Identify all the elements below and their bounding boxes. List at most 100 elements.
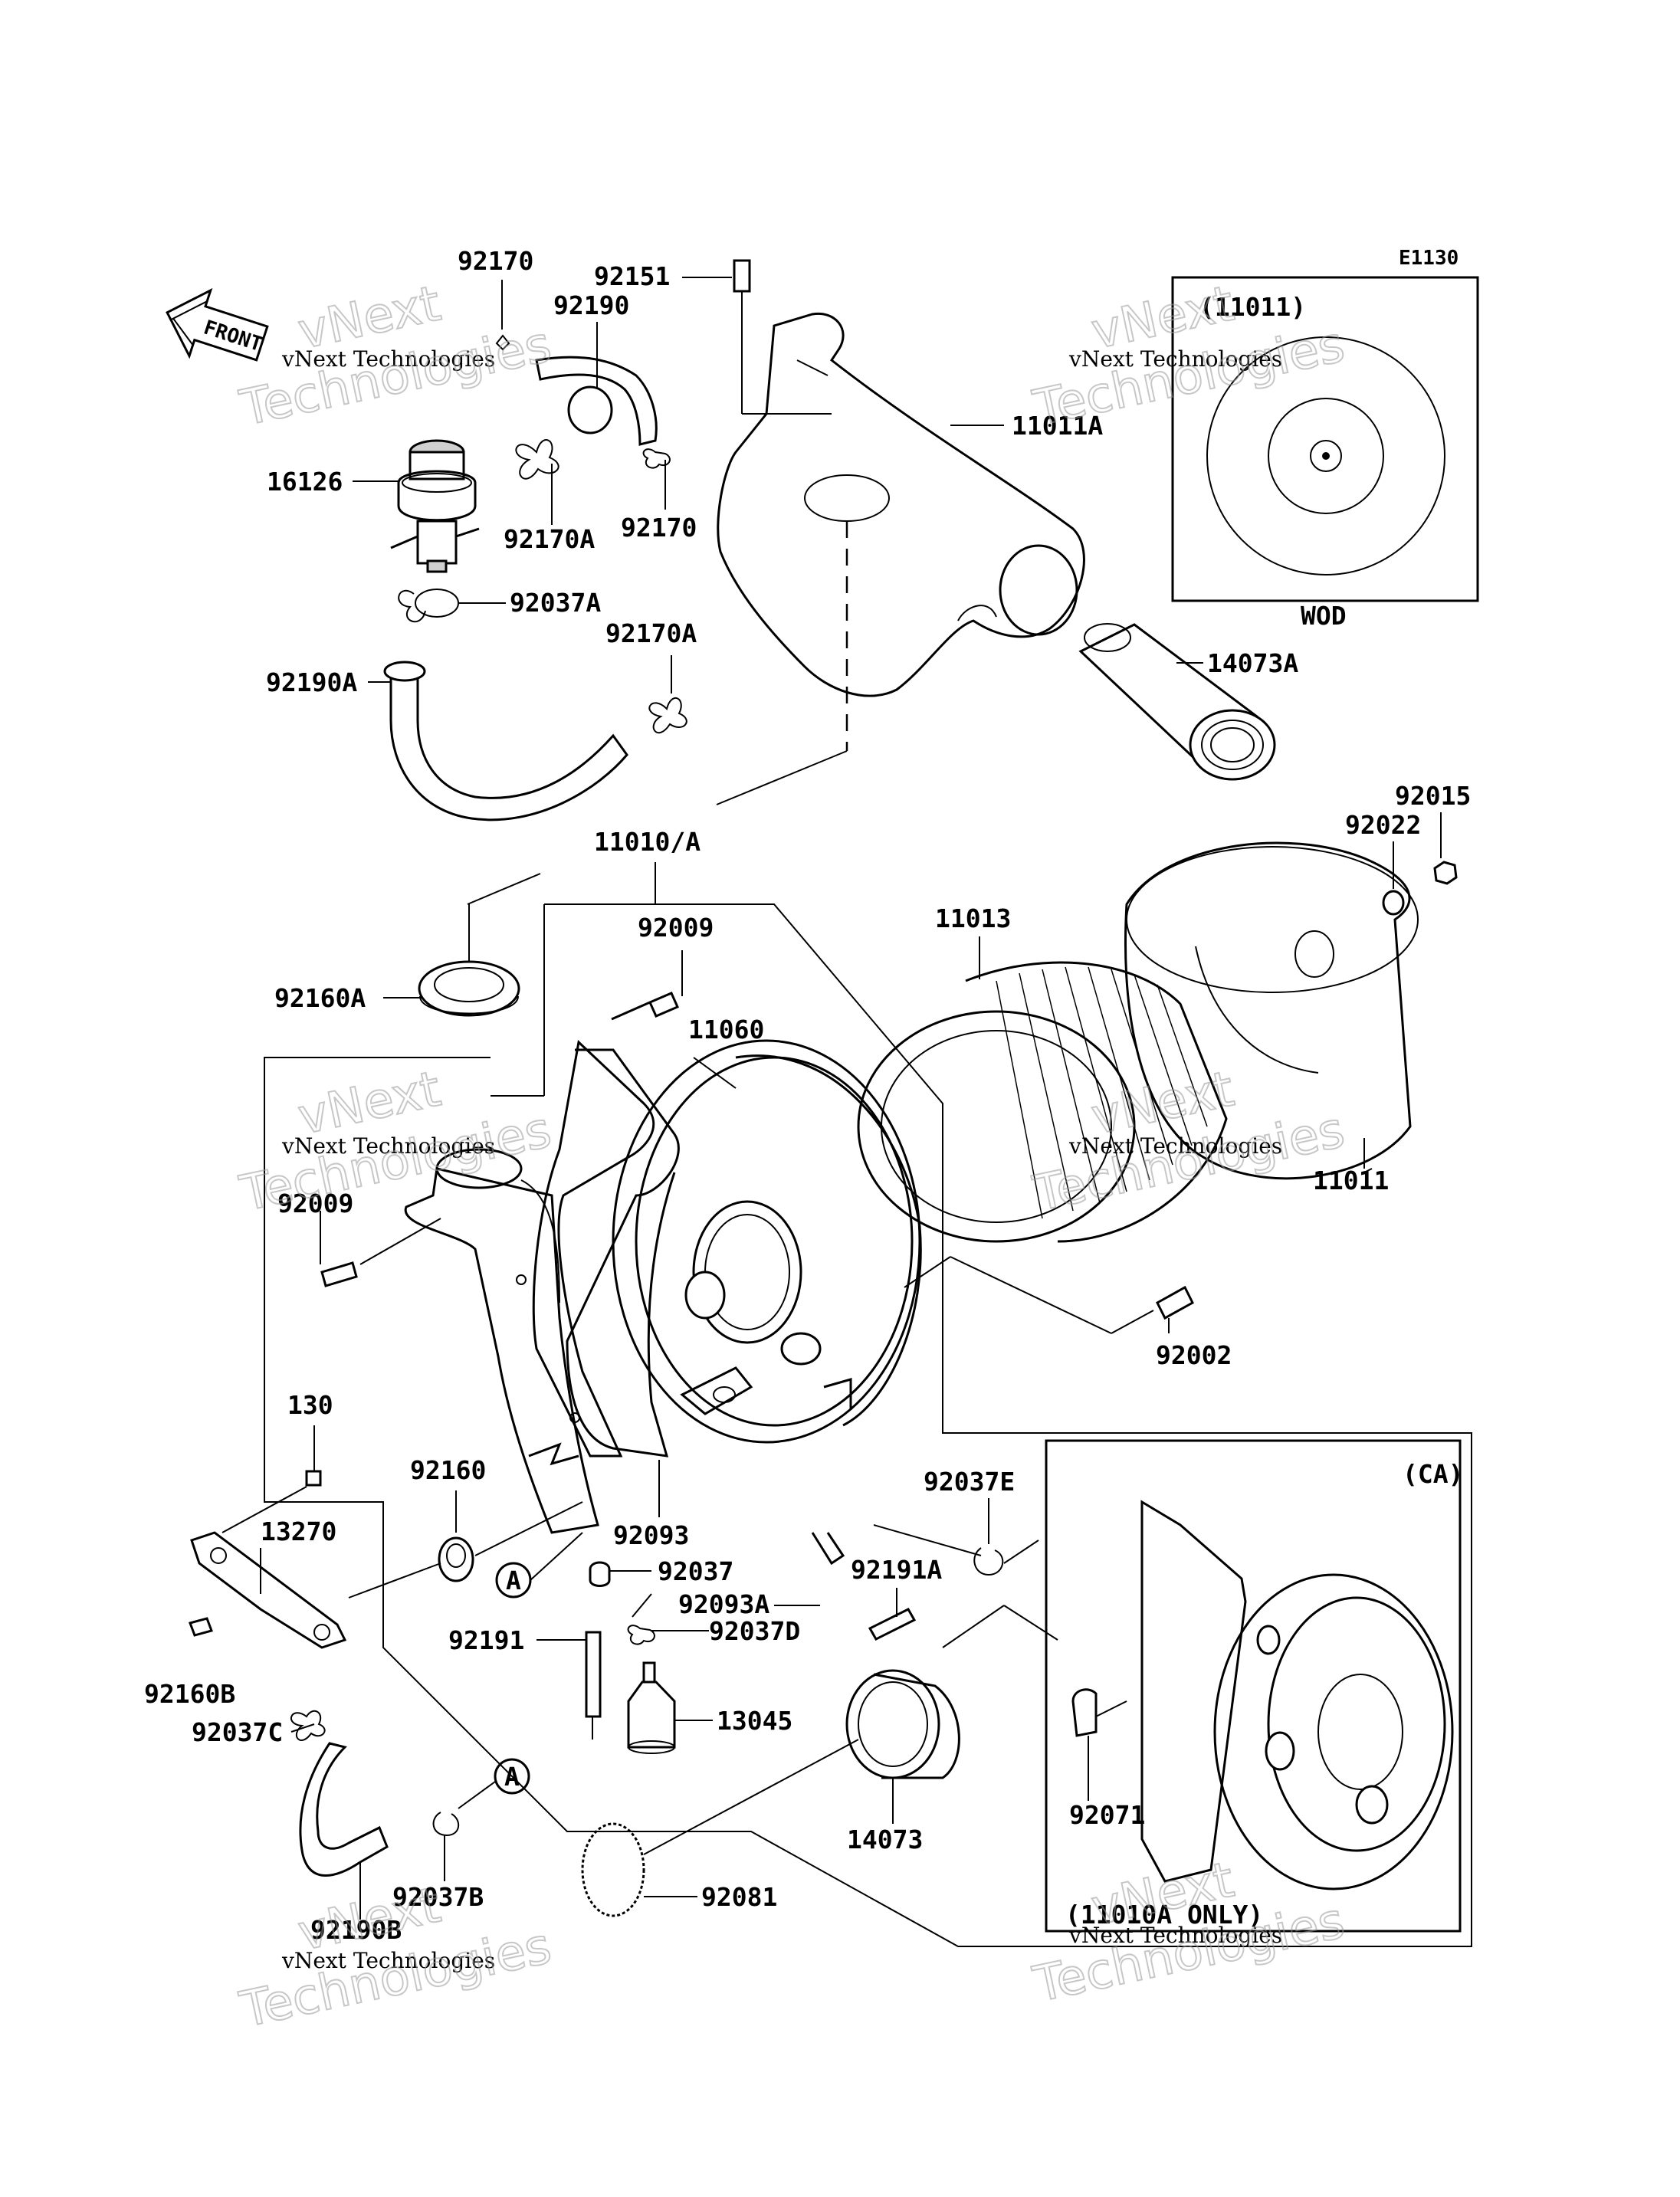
- callout-92037: 92037: [658, 1556, 733, 1586]
- cover-11011A: [717, 312, 1085, 697]
- callout-11011A: 11011A: [1012, 411, 1103, 441]
- bracket-92093-icon: [528, 1442, 579, 1466]
- svg-text:vNext Technologies: vNext Technologies: [281, 1133, 495, 1159]
- bracket-13270-icon: [190, 1531, 347, 1649]
- clip-92170A-top-icon: [515, 439, 559, 480]
- callout-92191: 92191: [448, 1625, 524, 1655]
- housing-11060: [532, 1039, 922, 1458]
- bolt-130-icon: [305, 1470, 322, 1487]
- marker-a-1-label: A: [506, 1566, 521, 1595]
- bracket-92093A-icon: [811, 1532, 845, 1566]
- grommet-92160B-icon: [189, 1617, 213, 1637]
- marker-a-2: [494, 1758, 530, 1795]
- callout-92160: 92160: [410, 1455, 486, 1485]
- callout-92009-top: 92009: [638, 913, 714, 943]
- watermark-4: vNext Technologies vNext Technologies: [1028, 1060, 1350, 1223]
- svg-text:vNext Technologies: vNext Technologies: [281, 1948, 495, 1973]
- callout-16126: 16126: [267, 467, 343, 497]
- bolt-92151-icon: [733, 259, 751, 293]
- clamp-92037-icon: [589, 1561, 611, 1587]
- callout-92170A-mid: 92170A: [605, 618, 697, 648]
- callout-92170-mid: 92170: [621, 513, 697, 543]
- hose-92190A-icon: [389, 673, 628, 821]
- washer-92022-icon: [1382, 890, 1405, 916]
- clamp-92037E-icon: [973, 1547, 1004, 1576]
- callout-92015: 92015: [1395, 781, 1471, 811]
- callout-92037D: 92037D: [709, 1616, 800, 1646]
- duct-14073-icon: [845, 1669, 960, 1779]
- watermark-5: vNext Technologies vNext Technologies: [235, 1876, 557, 2039]
- filter-element-11013: [857, 961, 1228, 1243]
- inset-ca-footer: (11010A ONLY): [1065, 1900, 1263, 1930]
- callout-92093: 92093: [613, 1520, 689, 1550]
- clamp-92037A-icon: [398, 589, 426, 623]
- top-left-parts: 92170 92190 16126 92170A 92170 92037: [266, 246, 697, 821]
- wod-filter-cover-icon: [1206, 336, 1445, 575]
- ring-92081-icon: [581, 1822, 645, 1917]
- callout-92151: 92151: [594, 261, 670, 291]
- bottle-13045-icon: [627, 1661, 676, 1754]
- bolt-92009-left-icon: [320, 1261, 358, 1287]
- pin-92191A-icon: [868, 1608, 917, 1641]
- clip-92170-mid-icon: [642, 448, 671, 469]
- bolt-92009-top-icon: [611, 992, 679, 1021]
- clip-92170-icon: [495, 334, 510, 351]
- callout-92190: 92190: [553, 290, 629, 320]
- inset-wod-footer: WOD: [1301, 601, 1347, 631]
- svg-text:vNext Technologies: vNext Technologies: [281, 346, 495, 372]
- clip-92170A-mid-icon: [648, 697, 687, 734]
- hose-92190-icon: [535, 356, 658, 446]
- callout-92093A: 92093A: [678, 1589, 769, 1619]
- hose-92190B-icon: [299, 1742, 389, 1877]
- callout-92190B: 92190B: [310, 1915, 402, 1945]
- ca-fitting-icon: [1071, 1688, 1098, 1737]
- callout-92170-top: 92170: [458, 246, 533, 276]
- callout-92009-left: 92009: [277, 1189, 353, 1218]
- callout-13270: 13270: [261, 1517, 336, 1546]
- callout-92037C: 92037C: [192, 1717, 283, 1747]
- callout-11011: 11011: [1313, 1166, 1389, 1195]
- valve-16126-icon: [390, 439, 480, 573]
- callout-92037A: 92037A: [510, 588, 601, 618]
- callout-92190A: 92190A: [266, 667, 357, 697]
- callout-14073A: 14073A: [1207, 648, 1298, 678]
- inset-wod-header: (11011): [1199, 292, 1306, 322]
- tube-92191-icon: [585, 1631, 602, 1718]
- duct-14073A: [1078, 623, 1276, 781]
- inset-wod: (11011) WOD: [1171, 276, 1479, 631]
- inset-ca-frame: [1045, 1439, 1462, 1933]
- callout-14073: 14073: [847, 1825, 923, 1854]
- callout-11060: 11060: [688, 1015, 764, 1044]
- front-arrow-icon: FRONT: [166, 287, 269, 362]
- callout-92037B: 92037B: [392, 1882, 484, 1912]
- marker-a-2-label: A: [504, 1762, 520, 1792]
- inset-ca: (CA) 92071 (11010A ONLY): [1045, 1439, 1463, 1933]
- ca-housing-flange: [1140, 1500, 1247, 1883]
- clip-92037D-icon: [627, 1625, 655, 1645]
- cover-11011: [1124, 841, 1419, 1180]
- svg-text:vNext Technologies: vNext Technologies: [1068, 346, 1282, 372]
- watermark-6: vNext Technologies vNext Technologies: [1028, 1851, 1350, 2014]
- clip-92037C-icon: [290, 1710, 326, 1741]
- callout-92022: 92022: [1345, 810, 1421, 840]
- bolt-92002-icon: [1156, 1285, 1194, 1320]
- callout-92071: 92071: [1069, 1800, 1145, 1830]
- clamp-92037B-icon: [432, 1812, 459, 1837]
- intake-elbow: [404, 1148, 599, 1534]
- callout-92081: 92081: [701, 1882, 777, 1912]
- grommet-92160A-icon: [418, 960, 520, 1017]
- callout-92160B: 92160B: [144, 1679, 235, 1709]
- callout-92160A: 92160A: [274, 983, 366, 1013]
- watermark-1: vNext Technologies vNext Technologies: [235, 274, 557, 438]
- callout-92002: 92002: [1156, 1340, 1232, 1370]
- callout-92037E: 92037E: [924, 1467, 1015, 1497]
- nut-92015-icon: [1433, 861, 1458, 885]
- inset-wod-frame: [1171, 276, 1479, 602]
- svg-text:vNext Technologies: vNext Technologies: [1068, 1133, 1282, 1159]
- callout-130: 130: [287, 1390, 333, 1420]
- grommet-92160-icon: [438, 1536, 474, 1582]
- callout-11013: 11013: [935, 903, 1011, 933]
- callout-13045: 13045: [717, 1706, 792, 1736]
